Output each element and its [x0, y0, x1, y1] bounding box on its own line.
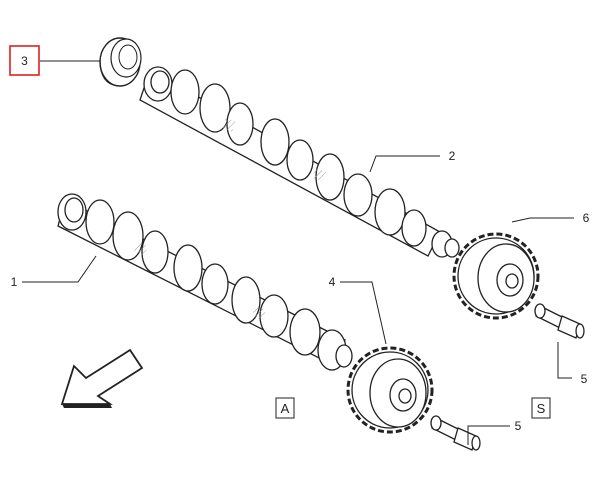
callout-6: 6 [583, 211, 590, 225]
gear-lower [346, 346, 434, 434]
upper-camshaft [139, 66, 460, 258]
callout-3: 3 [21, 54, 28, 68]
callout-2: 2 [449, 149, 456, 163]
gear-upper [452, 232, 540, 320]
box-s [531, 397, 551, 419]
callout-5-right: 5 [581, 372, 588, 386]
leader-lines [22, 60, 574, 445]
bolt-lower [430, 415, 481, 451]
seal-ring [99, 37, 142, 87]
callout-5-lower: 5 [515, 419, 522, 433]
lower-camshaft [57, 193, 353, 371]
callout-4: 4 [329, 275, 336, 289]
box-a-label: A [281, 401, 290, 416]
callout-1: 1 [11, 275, 18, 289]
bolt-right [534, 303, 585, 339]
direction-arrow-icon [60, 348, 144, 408]
box-s-label: S [537, 401, 546, 416]
callout-3-highlight-box [9, 45, 40, 76]
box-a [275, 397, 295, 419]
